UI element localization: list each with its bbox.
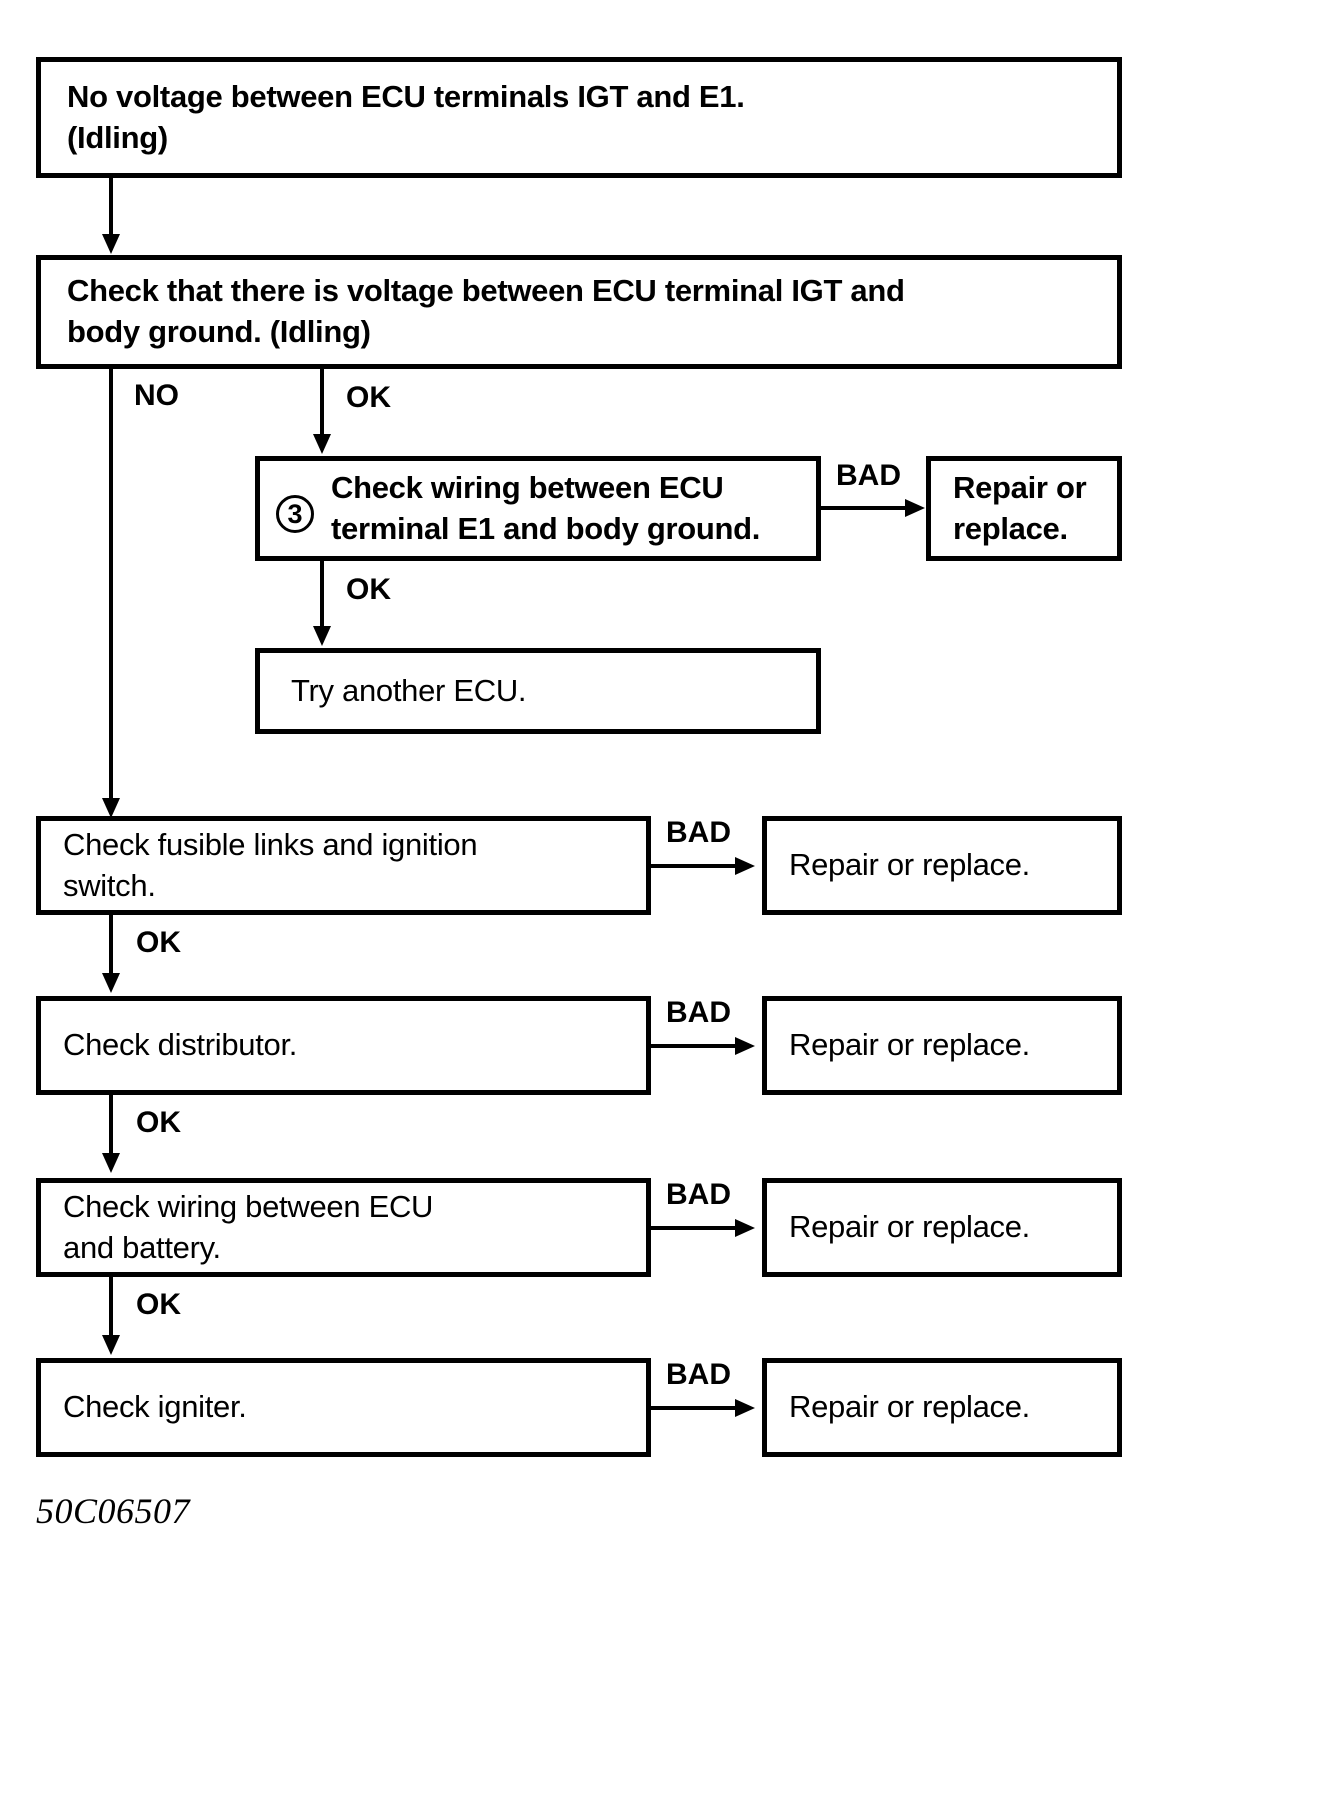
- edge-bad-e1: [821, 506, 909, 510]
- edge-label-no: NO: [134, 379, 179, 412]
- figure-code: 50C06507: [36, 1491, 191, 1531]
- node-check-wiring-battery-text: Check wiring between ECU and battery.: [41, 1187, 443, 1269]
- node-check-igt-line2-bold: (Idling): [269, 314, 371, 349]
- edge-bad-wiring-battery: [651, 1226, 739, 1230]
- edge-label-ok-after-e1: OK: [346, 573, 391, 606]
- node-repair-or-replace-e1-text: Repair or replace.: [931, 468, 1096, 550]
- node-check-distributor-text: Check distributor.: [63, 1027, 298, 1063]
- edge-ok-after-fusible: [109, 915, 113, 980]
- node-start: No voltage between ECU terminals IGT and…: [36, 57, 1122, 178]
- node-check-wiring-battery-line2: and battery.: [63, 1229, 221, 1265]
- node-repair-or-replace-2: Repair or replace.: [762, 996, 1122, 1095]
- node-start-text: No voltage between ECU terminals IGT and…: [41, 77, 755, 159]
- node-check-igniter-text: Check igniter.: [63, 1389, 247, 1425]
- edge-label-ok-after-distributor: OK: [136, 1106, 181, 1139]
- node-repair-or-replace-4-text: Repair or replace.: [789, 1389, 1030, 1425]
- node-check-igt-line1: Check that there is voltage between ECU …: [67, 273, 905, 309]
- node-repair-or-replace-1: Repair or replace.: [762, 816, 1122, 915]
- edge-no-branch: [109, 369, 113, 809]
- node-check-wiring-battery-line1: Check wiring between ECU: [63, 1188, 434, 1224]
- node-check-wiring-e1: 3 Check wiring between ECU terminal E1 an…: [255, 456, 821, 561]
- node-check-distributor: Check distributor.: [36, 996, 651, 1095]
- node-check-fusible-links-text: Check fusible links and ignition switch.: [41, 825, 487, 907]
- edge-ok-branch-top: [320, 369, 324, 441]
- node-check-wiring-e1-text: Check wiring between ECU terminal E1 and …: [260, 468, 770, 550]
- node-start-line2: (Idling): [67, 119, 168, 155]
- edge-bad-distributor: [651, 1044, 739, 1048]
- edge-ok-after-e1: [320, 561, 324, 633]
- step-number-value: 3: [287, 498, 303, 529]
- node-repair-or-replace-e1-line2: replace.: [953, 510, 1068, 546]
- edge-bad-igniter: [651, 1406, 739, 1410]
- node-start-line1: No voltage between ECU terminals IGT and…: [67, 78, 745, 114]
- arrowhead-bad-e1: [905, 499, 925, 517]
- arrowhead-bad-wiring-battery: [735, 1219, 755, 1237]
- arrowhead-ok-branch-top: [313, 434, 331, 454]
- node-check-wiring-e1-line1: Check wiring between ECU: [331, 469, 724, 505]
- node-check-igniter: Check igniter.: [36, 1358, 651, 1457]
- edge-label-ok-after-fusible: OK: [136, 926, 181, 959]
- node-repair-or-replace-1-text: Repair or replace.: [789, 847, 1030, 883]
- arrowhead-bad-igniter: [735, 1399, 755, 1417]
- node-repair-or-replace-3: Repair or replace.: [762, 1178, 1122, 1277]
- edge-label-bad-igniter: BAD: [666, 1358, 731, 1391]
- node-try-another-ecu: Try another ECU.: [255, 648, 821, 734]
- edge-start-to-check-igt: [109, 178, 113, 238]
- node-repair-or-replace-3-text: Repair or replace.: [789, 1209, 1030, 1245]
- node-repair-or-replace-e1: Repair or replace.: [926, 456, 1122, 561]
- node-check-fusible-links-line1: Check fusible links and ignition: [63, 826, 478, 862]
- node-check-fusible-links: Check fusible links and ignition switch.: [36, 816, 651, 915]
- arrowhead-bad-fusible: [735, 857, 755, 875]
- arrowhead-ok-after-fusible: [102, 973, 120, 993]
- arrowhead-no-branch: [102, 798, 120, 818]
- node-check-igt-line2-prefix: body ground.: [67, 314, 270, 349]
- node-check-igt-body-ground: Check that there is voltage between ECU …: [36, 255, 1122, 369]
- edge-label-bad-wiring-battery: BAD: [666, 1178, 731, 1211]
- edge-label-bad-distributor: BAD: [666, 996, 731, 1029]
- arrowhead-ok-after-distributor: [102, 1153, 120, 1173]
- node-try-another-ecu-text: Try another ECU.: [291, 672, 527, 708]
- node-check-fusible-links-line2: switch.: [63, 867, 156, 903]
- edge-label-bad-fusible: BAD: [666, 816, 731, 849]
- edge-ok-after-wiring-battery: [109, 1277, 113, 1342]
- edge-label-ok-top: OK: [346, 381, 391, 414]
- arrowhead-ok-after-wiring-battery: [102, 1335, 120, 1355]
- arrowhead-ok-after-e1: [313, 626, 331, 646]
- node-check-igt-body-ground-text: Check that there is voltage between ECU …: [41, 271, 915, 353]
- arrowhead-start-to-check-igt: [102, 234, 120, 254]
- node-repair-or-replace-4: Repair or replace.: [762, 1358, 1122, 1457]
- node-repair-or-replace-2-text: Repair or replace.: [789, 1027, 1030, 1063]
- step-number-badge: 3: [276, 495, 314, 533]
- node-check-wiring-battery: Check wiring between ECU and battery.: [36, 1178, 651, 1277]
- edge-label-bad-e1: BAD: [836, 459, 901, 492]
- edge-ok-after-distributor: [109, 1095, 113, 1160]
- node-repair-or-replace-e1-line1: Repair or: [953, 469, 1087, 505]
- edge-label-ok-after-wiring-battery: OK: [136, 1288, 181, 1321]
- node-check-wiring-e1-line2: terminal E1 and body ground.: [331, 510, 761, 546]
- arrowhead-bad-distributor: [735, 1037, 755, 1055]
- edge-bad-fusible: [651, 864, 739, 868]
